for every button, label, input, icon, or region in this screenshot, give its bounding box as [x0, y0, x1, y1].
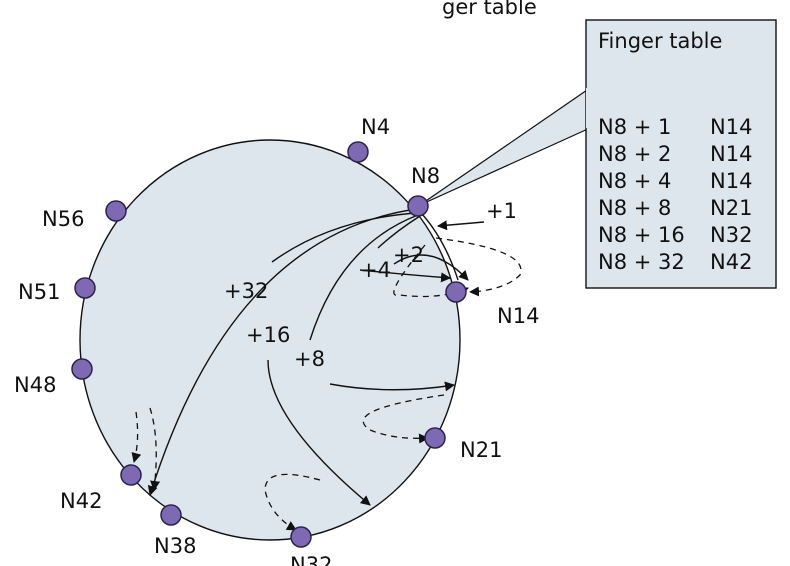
header-fragment: ger table [442, 0, 537, 19]
node-n42 [120, 464, 142, 486]
finger-line-a [271, 212, 416, 263]
finger-node-3: N14 [710, 169, 752, 193]
pointer-label-plus1: +1 [486, 199, 517, 223]
pointer-label-plus4: +4 [360, 258, 391, 282]
finger-entry-5: N8 + 16 [598, 223, 685, 247]
finger-table: Finger table N8 + 1 N14 N8 + 2 N14 N8 + … [585, 19, 777, 289]
finger-arrow-plus2 [393, 254, 469, 281]
finger-entry-4: N8 + 8 [598, 196, 671, 220]
finger-arrow-plus32 [147, 209, 411, 496]
finger-arrow-plus1 [437, 220, 485, 231]
lookup-arrow-3 [362, 394, 445, 444]
finger-arrows [147, 209, 485, 506]
finger-entry-1: N8 + 1 [598, 115, 671, 139]
node-label-n4: N4 [361, 115, 390, 139]
node-n48 [71, 358, 93, 380]
node-n56 [105, 200, 127, 222]
pointer-label-plus8: +8 [294, 347, 325, 371]
finger-node-5: N32 [710, 223, 752, 247]
finger-table-box [585, 19, 777, 289]
lookup-arrow-4 [149, 407, 161, 491]
pointer-label-plus32: +32 [224, 279, 268, 303]
pointer-label-plus16: +16 [246, 323, 290, 347]
finger-node-4: N21 [710, 196, 752, 220]
node-n38 [160, 504, 182, 526]
finger-line-b [309, 214, 419, 341]
finger-entry-6: N8 + 32 [598, 250, 685, 274]
finger-entry-3: N8 + 4 [598, 169, 671, 193]
lookup-arrow-5 [131, 411, 142, 463]
node-label-n38: N38 [154, 534, 196, 558]
node-label-n8: N8 [411, 164, 440, 188]
node-label-n21: N21 [460, 438, 502, 462]
finger-node-6: N42 [710, 250, 752, 274]
finger-arrow-plus16 [267, 359, 371, 506]
finger-line-c [377, 215, 421, 249]
node-label-n14: N14 [497, 304, 539, 328]
node-label-n32: N32 [290, 553, 332, 566]
node-n14 [445, 281, 467, 303]
node-n32 [290, 526, 312, 548]
node-label-n42: N42 [60, 489, 102, 513]
node-label-n56: N56 [42, 207, 84, 231]
node-n51 [74, 277, 96, 299]
finger-table-title: Finger table [598, 29, 722, 53]
finger-node-2: N14 [710, 142, 752, 166]
callout-pointer [419, 87, 591, 206]
finger-node-1: N14 [710, 115, 752, 139]
node-label-n51: N51 [18, 280, 60, 304]
lookup-arrow-6 [264, 473, 321, 531]
finger-arrow-plus8 [329, 381, 455, 392]
finger-line-d [421, 213, 459, 281]
node-label-n48: N48 [14, 373, 56, 397]
finger-entry-2: N8 + 2 [598, 142, 671, 166]
node-n8 [407, 195, 429, 217]
pointer-label-plus2: +2 [393, 243, 424, 267]
node-n4 [347, 141, 369, 163]
ring-nodes [71, 141, 467, 548]
chord-ring [79, 139, 461, 541]
finger-arrow-plus4 [359, 269, 451, 283]
node-n21 [424, 427, 446, 449]
